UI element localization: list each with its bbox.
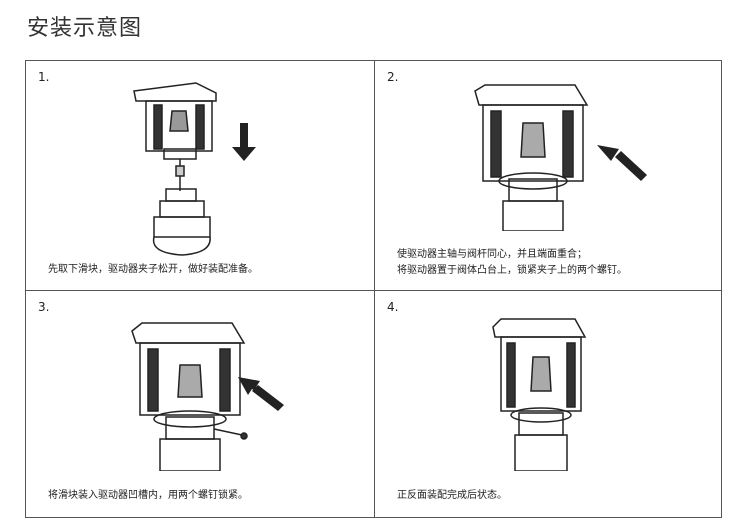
step-number: 1. — [38, 70, 50, 84]
page-title: 安装示意图 — [27, 16, 143, 41]
installation-steps-grid: 1. 先取下滑块，驱动器夹子松开，做好装配准备。 2. — [25, 60, 722, 518]
step-number: 3. — [38, 300, 50, 314]
step-caption-line: 将驱动器置于阀体凸台上，锁紧夹子上的两个螺钉。 — [397, 265, 627, 276]
step-caption-line: 使驱动器主轴与阀杆同心，并且端面重合； — [397, 249, 587, 260]
arrow-diagonal-icon — [238, 377, 284, 411]
arrow-down-icon — [232, 123, 256, 161]
step-3: 3. 将滑块装入驱动器凹槽内，用两个螺钉锁紧。 — [26, 291, 374, 520]
step-2: 2. 使驱动器主轴与阀杆同心，并且端面重合； 将驱动器置于阀体凸台上，锁紧夹子上… — [375, 61, 723, 290]
step-4-illustration — [492, 318, 587, 471]
step-2-illustration — [474, 84, 647, 231]
divider — [374, 61, 375, 517]
step-number: 4. — [387, 300, 399, 314]
step-caption-line: 先取下滑块，驱动器夹子松开，做好装配准备。 — [48, 264, 258, 275]
step-caption-line: 将滑块装入驱动器凹槽内，用两个螺钉锁紧。 — [48, 490, 248, 501]
arrow-diagonal-icon — [597, 145, 647, 181]
step-4: 4. 正反面装配完成后状态。 — [375, 291, 723, 520]
step-1: 1. 先取下滑块，驱动器夹子松开，做好装配准备。 — [26, 61, 374, 290]
step-1-illustration — [133, 82, 256, 256]
step-caption-line: 正反面装配完成后状态。 — [397, 490, 507, 501]
divider — [26, 290, 721, 291]
step-3-illustration — [131, 322, 284, 471]
step-number: 2. — [387, 70, 399, 84]
